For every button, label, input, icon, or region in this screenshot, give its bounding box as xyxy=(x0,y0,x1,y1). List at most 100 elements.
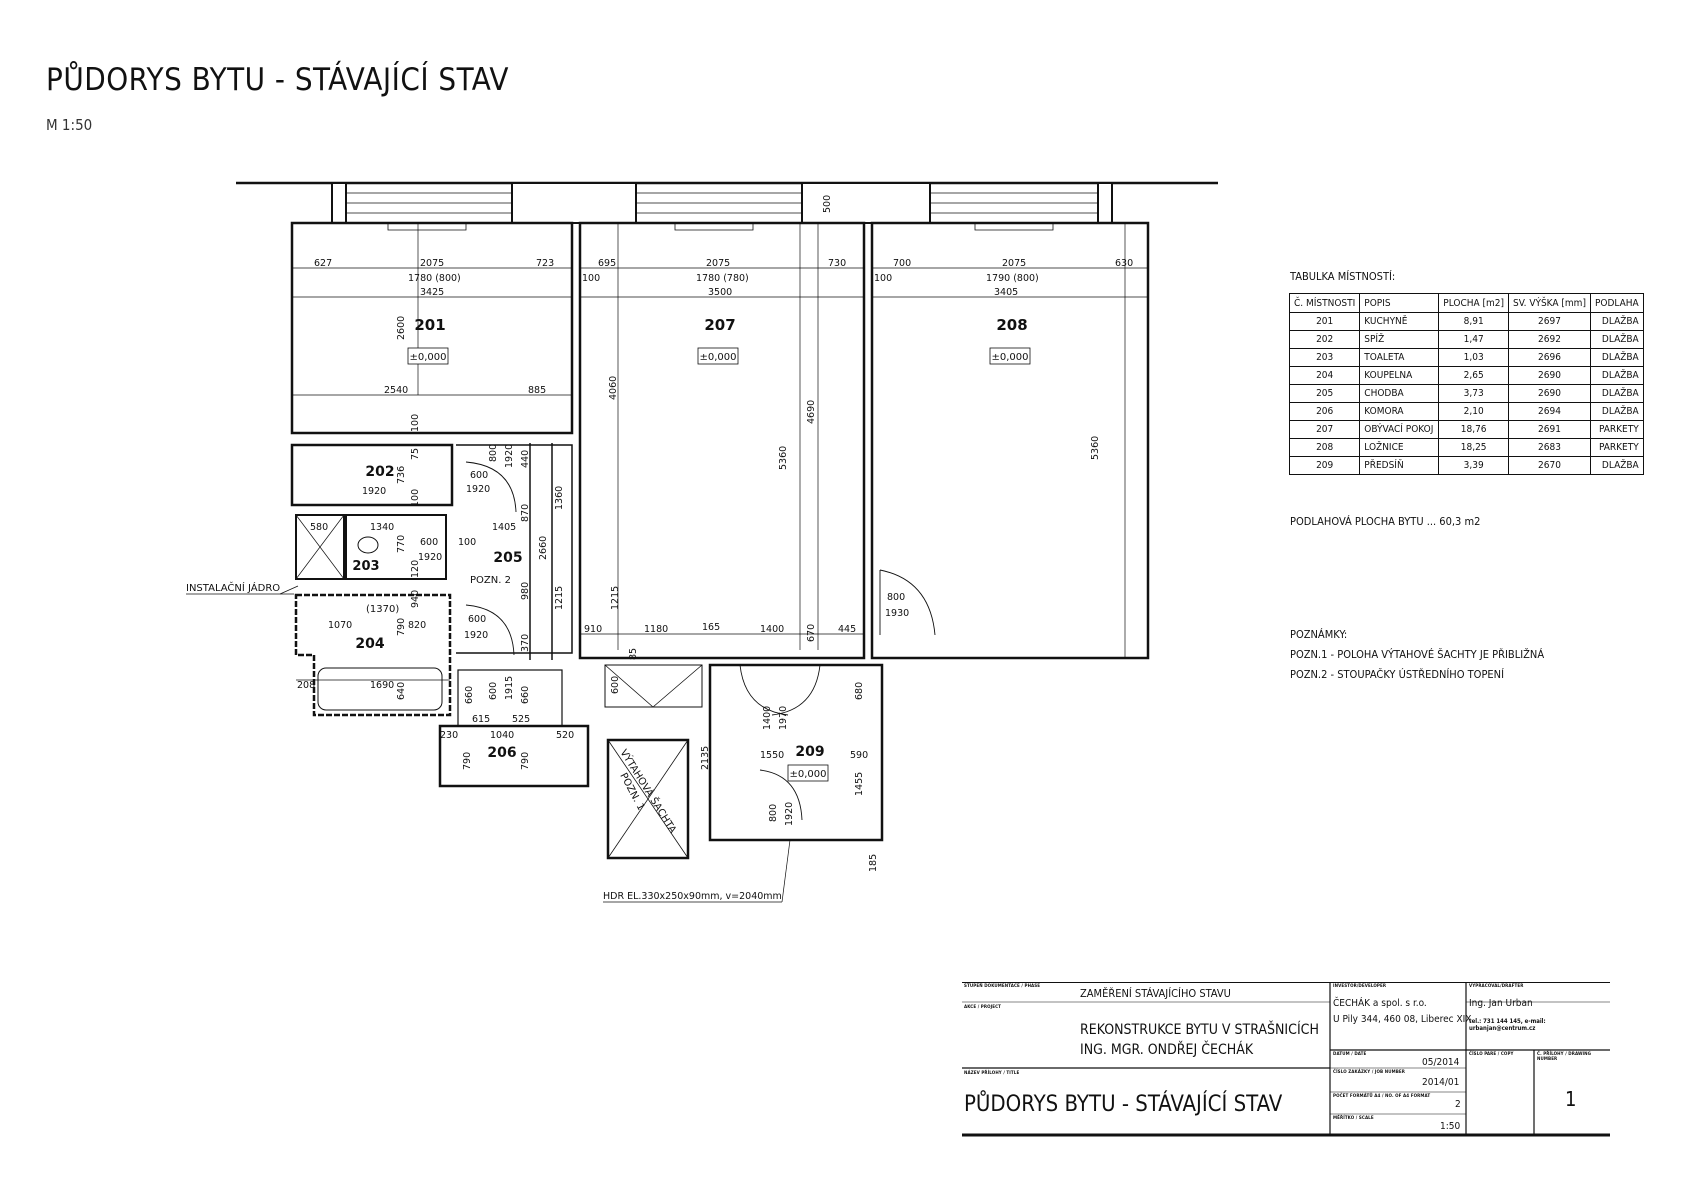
cell: SPÍŽ xyxy=(1359,330,1440,349)
dim-label: 615 xyxy=(472,714,490,725)
room-204-number: 204 xyxy=(355,636,384,652)
col-height: SV. VÝŠKA [mm] xyxy=(1508,293,1591,313)
dim-label: 1920 xyxy=(504,444,515,468)
cell: 202 xyxy=(1288,330,1361,349)
dim-207-mid: 2075 xyxy=(706,258,730,269)
dim-label: 208 xyxy=(297,680,315,691)
dim-label: 680 xyxy=(854,682,865,700)
dim-label: 2540 xyxy=(384,385,408,396)
room-201-number: 201 xyxy=(414,316,445,334)
drawing-title-label: NÁZEV PŘÍLOHY / TITLE xyxy=(964,1071,1020,1076)
dim-label: 800 xyxy=(887,592,905,603)
dim-201-window: 1780 (800) xyxy=(408,273,461,284)
cell: 2690 xyxy=(1508,384,1591,403)
author-label: VYPRACOVAL/DRAFTER xyxy=(1469,984,1524,989)
drawing-number: 1 xyxy=(1565,1087,1577,1111)
dim-label: 100 xyxy=(874,273,892,284)
scale-block-value: 1:50 xyxy=(1440,1121,1461,1132)
dim-label: 1930 xyxy=(885,608,909,619)
dim-label: 1920 xyxy=(418,552,442,563)
cell: 2694 xyxy=(1508,402,1591,421)
dim-label: 2135 xyxy=(700,746,711,770)
dimension-1370: (1370) xyxy=(366,604,399,615)
investor-address: U Pily 344, 460 08, Liberec XIX xyxy=(1333,1014,1472,1025)
dim-label: 800 xyxy=(488,444,499,462)
room-table-caption: TABULKA MÍSTNOSTÍ: xyxy=(1290,270,1396,283)
dim-label: 4060 xyxy=(608,376,619,400)
cell: 8,91 xyxy=(1438,312,1510,331)
dim-208-right: 630 xyxy=(1115,258,1133,269)
dim-label: 165 xyxy=(702,622,720,633)
investor-name: ČECHÁK a spol. s r.o. xyxy=(1333,998,1427,1009)
scale-block-label: MĚŘÍTKO / SCALE xyxy=(1333,1116,1374,1121)
note-item: POZN.2 - STOUPAČKY ÚSTŘEDNÍHO TOPENÍ xyxy=(1290,668,1505,681)
cell: 3,73 xyxy=(1438,384,1510,403)
phase-value: ZAMĚŘENÍ STÁVAJÍCÍHO STAVU xyxy=(1080,987,1231,1000)
dim-label: 1340 xyxy=(370,522,394,533)
dim-label: 1040 xyxy=(490,730,514,741)
dim-label: 590 xyxy=(850,750,868,761)
dim-label: 100 xyxy=(582,273,600,284)
cell: DLAŽBA xyxy=(1589,366,1644,385)
cell: DLAŽBA xyxy=(1589,402,1644,421)
room-207-level: ±0,000 xyxy=(699,352,736,363)
cell: 2696 xyxy=(1508,348,1591,367)
dim-207-left: 695 xyxy=(598,258,616,269)
cell: 18,25 xyxy=(1438,438,1510,457)
room-208-level: ±0,000 xyxy=(991,352,1028,363)
cell: OBÝVACÍ POKOJ xyxy=(1359,420,1440,439)
title-block: STUPEŇ DOKUMENTACE / PHASE ZAMĚŘENÍ STÁV… xyxy=(962,982,1610,1137)
dim-label: 600 xyxy=(610,676,621,694)
author-name: Ing. Jan Urban xyxy=(1469,998,1533,1009)
cell: 207 xyxy=(1288,420,1361,439)
dim-label: 100 xyxy=(410,489,421,507)
notes: POZNÁMKY: POZN.1 - POLOHA VÝTAHOVÉ ŠACHT… xyxy=(1290,625,1544,685)
copy-label: ČÍSLO PARE / COPY xyxy=(1469,1052,1514,1057)
dim-208-mid: 2075 xyxy=(1002,258,1026,269)
dim-label: 520 xyxy=(556,730,574,741)
dim-label: 670 xyxy=(806,624,817,642)
cell: KOUPELNA xyxy=(1359,366,1440,385)
cell: DLAŽBA xyxy=(1589,330,1644,349)
dim-label: 1920 xyxy=(362,486,386,497)
cell: KUCHYNĚ xyxy=(1359,312,1440,331)
dim-label: 870 xyxy=(520,504,531,522)
dim-208-window: 1790 (800) xyxy=(986,273,1039,284)
dim-label: 790 xyxy=(396,618,407,636)
dim-label: 736 xyxy=(396,466,407,484)
cell: 205 xyxy=(1288,384,1361,403)
dim-label: 1405 xyxy=(492,522,516,533)
dim-label: 660 xyxy=(464,686,475,704)
dim-label: 1920 xyxy=(466,484,490,495)
project-label: AKCE / PROJECT xyxy=(964,1005,1002,1010)
dim-201-mid: 2075 xyxy=(420,258,444,269)
cell: 2670 xyxy=(1508,456,1591,475)
cell: KOMORA xyxy=(1359,402,1440,421)
project-line1: REKONSTRUKCE BYTU V STRAŠNICÍCH xyxy=(1080,1022,1319,1038)
cell: 3,39 xyxy=(1438,456,1510,475)
dim-label: 1215 xyxy=(554,586,565,610)
room-209-number: 209 xyxy=(795,744,824,760)
dim-label: 790 xyxy=(462,752,473,770)
dim-label: 660 xyxy=(520,686,531,704)
cell: PŘEDSÍŇ xyxy=(1359,456,1440,475)
room-208-number: 208 xyxy=(996,316,1027,334)
dim-label: 100 xyxy=(458,537,476,548)
dim-label: 1070 xyxy=(328,620,352,631)
dim-label: 1970 xyxy=(778,706,789,730)
dim-label: 885 xyxy=(528,385,546,396)
page-title: PŮDORYS BYTU - STÁVAJÍCÍ STAV xyxy=(46,62,509,98)
col-description: POPIS xyxy=(1359,293,1440,313)
cell: CHODBA xyxy=(1359,384,1440,403)
dim-label: 640 xyxy=(396,682,407,700)
scale-label: M 1:50 xyxy=(46,116,93,134)
dim-label: 1215 xyxy=(610,586,621,610)
door-note-label: HDR EL.330x250x90mm, v=2040mm xyxy=(603,891,782,902)
dim-label: 525 xyxy=(512,714,530,725)
sheets-value: 2 xyxy=(1455,1099,1461,1110)
